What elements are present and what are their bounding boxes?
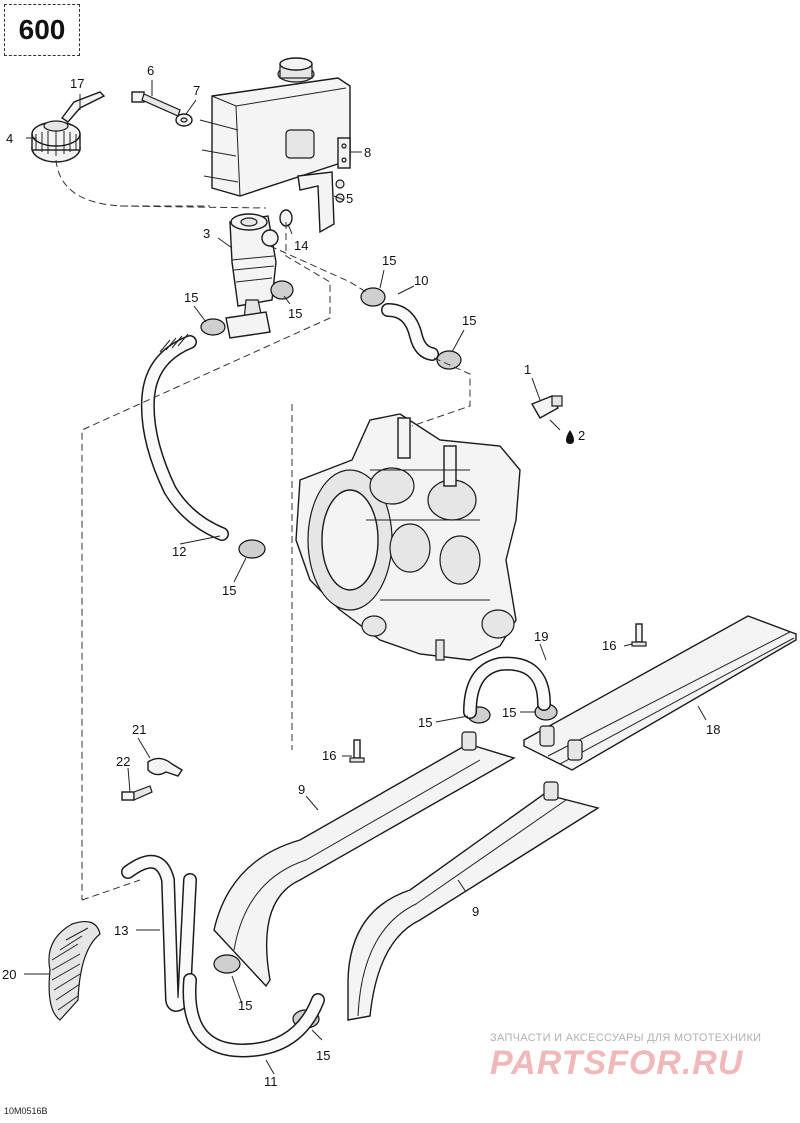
protective-sleeve (48, 921, 101, 1021)
tank-strap (337, 137, 351, 169)
temperature-sensor (530, 395, 563, 419)
callout-18: 18 (706, 722, 720, 737)
callout-15-a: 15 (382, 253, 396, 268)
hose-13 (121, 854, 197, 1012)
cap-retaining-strap (60, 91, 106, 123)
leader-lines (24, 80, 707, 1075)
callout-21: 21 (132, 722, 146, 737)
callout-8: 8 (364, 145, 371, 160)
watermark-caption: ЗАПЧАСТИ И АКСЕССУАРЫ ДЛЯ МОТОТЕХНИКИ (490, 1032, 762, 1044)
bolt (131, 91, 181, 117)
callout-15-c: 15 (288, 306, 302, 321)
hose-10 (381, 303, 439, 361)
callout-1: 1 (524, 362, 531, 377)
page-number-box: 600 (4, 4, 80, 56)
hose-12 (140, 333, 229, 541)
sealant-drop-icon (566, 430, 574, 444)
callout-15-h: 15 (238, 998, 252, 1013)
callout-17: 17 (70, 76, 84, 91)
callout-19: 19 (534, 629, 548, 644)
callout-4: 4 (6, 131, 13, 146)
watermark-logo: PARTSFOR.RU (490, 1044, 744, 1082)
callout-12: 12 (172, 544, 186, 559)
callout-6: 6 (147, 63, 154, 78)
drawing-code: 10M0516B (4, 1106, 48, 1116)
callout-15-f: 15 (418, 715, 432, 730)
callout-3: 3 (203, 226, 210, 241)
callout-15-g: 15 (502, 705, 516, 720)
callout-15-i: 15 (316, 1048, 330, 1063)
hose-clamp (200, 280, 558, 1029)
engine (295, 413, 521, 661)
callout-16-b: 16 (322, 748, 336, 763)
callout-20: 20 (2, 967, 16, 982)
callout-15-e: 15 (222, 583, 236, 598)
expansion-tank (225, 213, 279, 339)
callout-7: 7 (193, 83, 200, 98)
callout-9-upper: 9 (298, 782, 305, 797)
callout-16-a: 16 (602, 638, 616, 653)
callout-14: 14 (294, 238, 308, 253)
callout-labels: 1 2 3 4 5 6 7 8 9 9 10 11 12 13 14 15 15… (2, 63, 720, 1089)
callout-13: 13 (114, 923, 128, 938)
callout-9-lower: 9 (472, 904, 479, 919)
washer (175, 113, 193, 127)
hose-11 (182, 973, 325, 1058)
assembly-lines (55, 159, 471, 901)
rivet (349, 623, 647, 763)
callout-15-d: 15 (462, 313, 476, 328)
clip-screw (121, 785, 153, 801)
callout-22: 22 (116, 754, 130, 769)
radiator-18 (523, 615, 797, 771)
callout-10: 10 (414, 273, 428, 288)
radiator-9-lower (347, 781, 600, 1021)
hose-19 (463, 656, 551, 719)
coolant-tank (199, 57, 351, 197)
tank-bracket (297, 171, 345, 234)
callout-5: 5 (346, 191, 353, 206)
radiator-9-upper (213, 731, 516, 988)
page-number: 600 (18, 14, 66, 45)
callout-2: 2 (578, 428, 585, 443)
callout-15-b: 15 (184, 290, 198, 305)
pressure-cap (31, 120, 81, 163)
callout-11: 11 (264, 1074, 278, 1089)
hose-clip (147, 757, 183, 777)
